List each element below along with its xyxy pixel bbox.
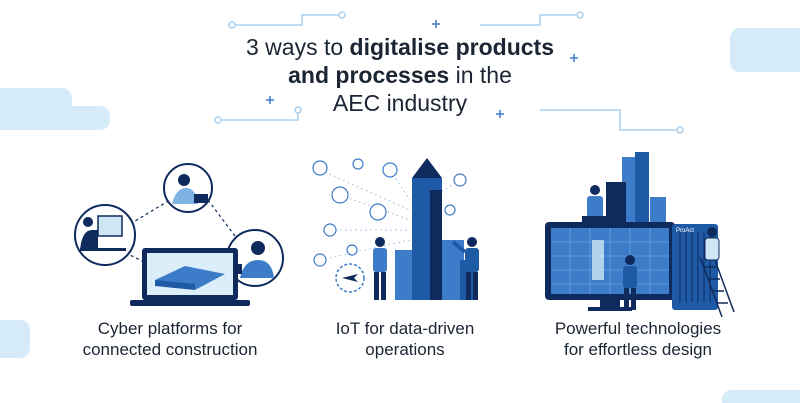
skyscrapers [395, 158, 476, 300]
worker-with-tablet [373, 237, 387, 300]
caption-technologies: Powerful technologies for effortless des… [518, 318, 758, 360]
caption-line: connected construction [82, 340, 258, 359]
iot-node-icon [331, 186, 349, 204]
caption-line: Powerful technologies [554, 319, 722, 338]
title-line3-plain: AEC industry [332, 90, 468, 116]
title-line2-plain: in the [449, 62, 512, 88]
iot-node-icon [313, 253, 327, 267]
ladder [699, 251, 735, 317]
caption-line: operations [365, 340, 445, 359]
monitor-label: ProAct [676, 228, 694, 234]
caption-line: Cyber platforms for [97, 319, 243, 338]
iot-node-icon [369, 203, 387, 221]
iot-node-icon [453, 173, 467, 187]
worker-pointing [451, 237, 479, 300]
title-line1-bold: digitalise products [349, 34, 555, 60]
title-line1-plain: 3 ways to [245, 34, 350, 60]
iot-illustration [312, 158, 479, 300]
laptop-with-building-model [130, 248, 250, 306]
iot-node-icon [312, 160, 328, 176]
iot-node-icon [352, 158, 364, 170]
city-towers [606, 152, 666, 232]
remote-worker-circle-2 [163, 163, 213, 213]
cyber-platforms-illustration [74, 163, 284, 306]
iot-node-icon [382, 162, 398, 178]
caption-iot: IoT for data-driven operations [285, 318, 525, 360]
page-title: 3 ways to digitalise products and proces… [0, 33, 800, 117]
technologies-illustration: ProAct [545, 152, 735, 317]
caption-cyber-platforms: Cyber platforms for connected constructi… [50, 318, 290, 360]
caption-line: for effortless design [563, 340, 713, 359]
iot-node-icon [444, 204, 456, 216]
title-line2-bold: and processes [288, 62, 450, 88]
iot-node-icon [346, 244, 358, 256]
iot-node-icon [323, 223, 337, 237]
remote-worker-circle-1 [74, 204, 136, 266]
design-monitor [545, 222, 675, 311]
caption-line: IoT for data-driven [335, 319, 475, 338]
